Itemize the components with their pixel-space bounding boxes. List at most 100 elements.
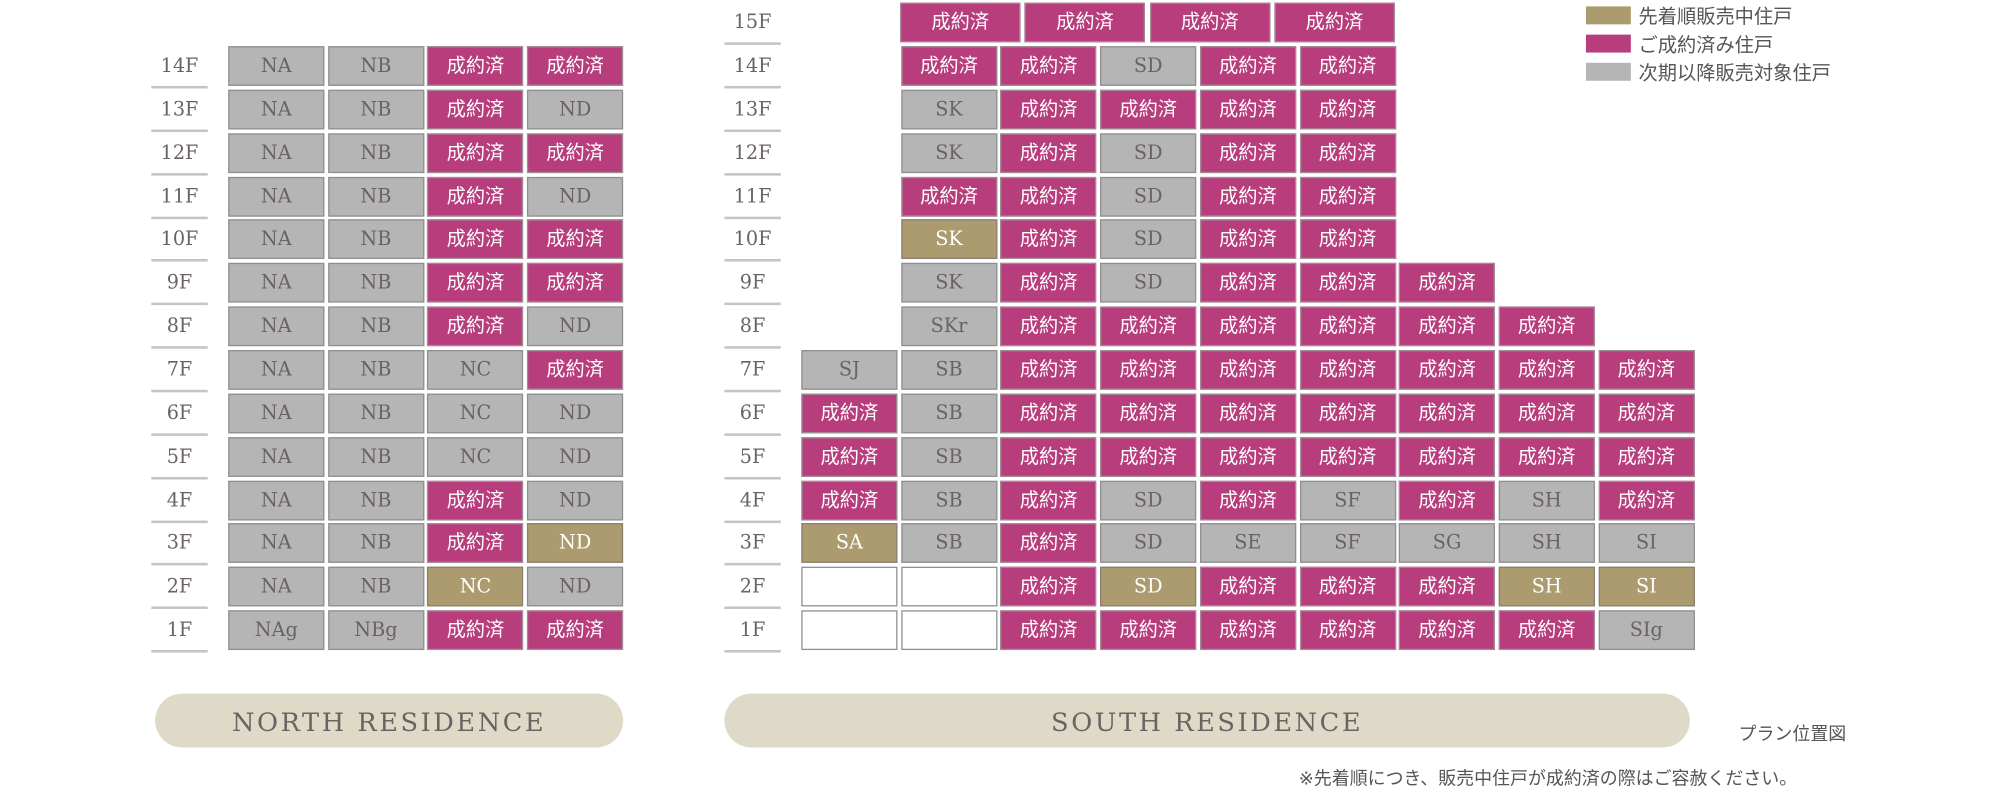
unit-sold[interactable]: 成約済 — [527, 46, 624, 86]
unit-sold[interactable]: 成約済 — [1199, 349, 1296, 390]
plan-location-link[interactable]: プラン位置図 — [1738, 724, 1847, 745]
unit-sold[interactable]: 成約済 — [1498, 349, 1595, 390]
unit-next-phase[interactable]: SD — [1100, 46, 1197, 86]
unit-sold[interactable]: 成約済 — [1399, 610, 1496, 651]
unit-next-phase[interactable]: NB — [327, 436, 424, 477]
unit-next-phase[interactable]: SB — [900, 393, 998, 434]
unit-sold[interactable]: 成約済 — [1399, 306, 1496, 347]
unit-next-phase[interactable]: NB — [327, 566, 424, 607]
unit-sold[interactable]: 成約済 — [900, 176, 998, 217]
unit-sold[interactable]: 成約済 — [1199, 566, 1296, 607]
unit-next-phase[interactable]: NB — [327, 263, 424, 303]
unit-sold[interactable]: 成約済 — [1149, 2, 1271, 43]
unit-sold[interactable]: 成約済 — [427, 46, 524, 86]
unit-available[interactable]: SH — [1498, 566, 1595, 607]
unit-next-phase[interactable]: NA — [228, 46, 325, 86]
unit-sold[interactable]: 成約済 — [1399, 349, 1496, 390]
unit-sold[interactable]: 成約済 — [1000, 176, 1097, 217]
unit-sold[interactable]: 成約済 — [427, 176, 524, 217]
unit-sold[interactable]: 成約済 — [1399, 263, 1496, 303]
unit-next-phase[interactable]: SK — [900, 132, 998, 173]
unit-sold[interactable]: 成約済 — [900, 2, 1021, 43]
unit-sold[interactable]: 成約済 — [1199, 176, 1296, 217]
unit-sold[interactable]: 成約済 — [1199, 219, 1296, 260]
unit-sold[interactable]: 成約済 — [427, 89, 524, 130]
unit-sold[interactable]: 成約済 — [1000, 132, 1097, 173]
unit-sold[interactable]: 成約済 — [1399, 436, 1496, 477]
unit-sold[interactable]: 成約済 — [900, 46, 998, 86]
unit-next-phase[interactable]: ND — [527, 436, 624, 477]
unit-sold[interactable]: 成約済 — [1199, 393, 1296, 434]
unit-sold[interactable]: 成約済 — [1199, 263, 1296, 303]
unit-next-phase[interactable]: NA — [228, 523, 325, 564]
unit-sold[interactable]: 成約済 — [1299, 349, 1396, 390]
unit-sold[interactable]: 成約済 — [1399, 566, 1496, 607]
unit-next-phase[interactable]: NA — [228, 263, 325, 303]
unit-next-phase[interactable]: SB — [900, 480, 998, 520]
unit-next-phase[interactable]: NA — [228, 132, 325, 173]
unit-sold[interactable]: 成約済 — [1024, 2, 1146, 43]
unit-sold[interactable]: 成約済 — [1399, 480, 1496, 520]
unit-sold[interactable]: 成約済 — [1274, 2, 1395, 43]
unit-sold[interactable]: 成約済 — [1000, 89, 1097, 130]
unit-next-phase[interactable]: SI — [1598, 523, 1695, 564]
unit-next-phase[interactable]: SKr — [900, 306, 998, 347]
unit-next-phase[interactable]: NB — [327, 219, 424, 260]
unit-next-phase[interactable]: SB — [900, 436, 998, 477]
unit-next-phase[interactable]: NA — [228, 349, 325, 390]
unit-next-phase[interactable]: SE — [1199, 523, 1296, 564]
unit-sold[interactable]: 成約済 — [1199, 306, 1296, 347]
unit-sold[interactable]: 成約済 — [1100, 306, 1197, 347]
unit-next-phase[interactable]: SD — [1100, 132, 1197, 173]
unit-sold[interactable]: 成約済 — [1000, 566, 1097, 607]
unit-sold[interactable]: 成約済 — [527, 610, 624, 651]
unit-sold[interactable]: 成約済 — [527, 219, 624, 260]
unit-next-phase[interactable]: SF — [1299, 480, 1396, 520]
unit-next-phase[interactable]: NB — [327, 176, 424, 217]
unit-next-phase[interactable]: NC — [427, 436, 524, 477]
unit-sold[interactable]: 成約済 — [1598, 480, 1695, 520]
unit-next-phase[interactable]: NB — [327, 306, 424, 347]
unit-next-phase[interactable]: ND — [527, 566, 624, 607]
unit-sold[interactable]: 成約済 — [1199, 480, 1296, 520]
unit-sold[interactable]: 成約済 — [1000, 219, 1097, 260]
unit-next-phase[interactable]: ND — [527, 480, 624, 520]
unit-sold[interactable]: 成約済 — [1299, 610, 1396, 651]
unit-sold[interactable]: 成約済 — [427, 523, 524, 564]
unit-next-phase[interactable]: NB — [327, 46, 424, 86]
unit-sold[interactable]: 成約済 — [1000, 436, 1097, 477]
unit-next-phase[interactable]: NA — [228, 306, 325, 347]
unit-next-phase[interactable]: NB — [327, 523, 424, 564]
unit-sold[interactable]: 成約済 — [1299, 219, 1396, 260]
unit-sold[interactable]: 成約済 — [1498, 306, 1595, 347]
unit-next-phase[interactable]: SD — [1100, 523, 1197, 564]
unit-sold[interactable]: 成約済 — [1000, 610, 1097, 651]
unit-sold[interactable]: 成約済 — [801, 436, 898, 477]
unit-available[interactable]: SD — [1100, 566, 1197, 607]
unit-available[interactable]: SI — [1598, 566, 1695, 607]
unit-sold[interactable]: 成約済 — [1598, 349, 1695, 390]
unit-sold[interactable]: 成約済 — [1100, 393, 1197, 434]
unit-next-phase[interactable]: NB — [327, 132, 424, 173]
unit-sold[interactable]: 成約済 — [1100, 349, 1197, 390]
unit-next-phase[interactable]: SK — [900, 89, 998, 130]
unit-sold[interactable]: 成約済 — [427, 610, 524, 651]
unit-next-phase[interactable]: NC — [427, 349, 524, 390]
unit-next-phase[interactable]: ND — [527, 393, 624, 434]
unit-sold[interactable]: 成約済 — [1598, 393, 1695, 434]
unit-sold[interactable]: 成約済 — [527, 132, 624, 173]
unit-available[interactable]: SK — [900, 219, 998, 260]
unit-next-phase[interactable]: NA — [228, 219, 325, 260]
unit-next-phase[interactable]: NAg — [228, 610, 325, 651]
unit-next-phase[interactable]: NB — [327, 89, 424, 130]
unit-sold[interactable]: 成約済 — [1000, 46, 1097, 86]
unit-next-phase[interactable]: NBg — [327, 610, 424, 651]
unit-next-phase[interactable]: SD — [1100, 263, 1197, 303]
unit-sold[interactable]: 成約済 — [527, 263, 624, 303]
unit-sold[interactable]: 成約済 — [1199, 46, 1296, 86]
unit-available[interactable]: ND — [527, 523, 624, 564]
unit-sold[interactable]: 成約済 — [1199, 610, 1296, 651]
unit-sold[interactable]: 成約済 — [1299, 46, 1396, 86]
unit-sold[interactable]: 成約済 — [1498, 436, 1595, 477]
unit-next-phase[interactable]: NA — [228, 393, 325, 434]
